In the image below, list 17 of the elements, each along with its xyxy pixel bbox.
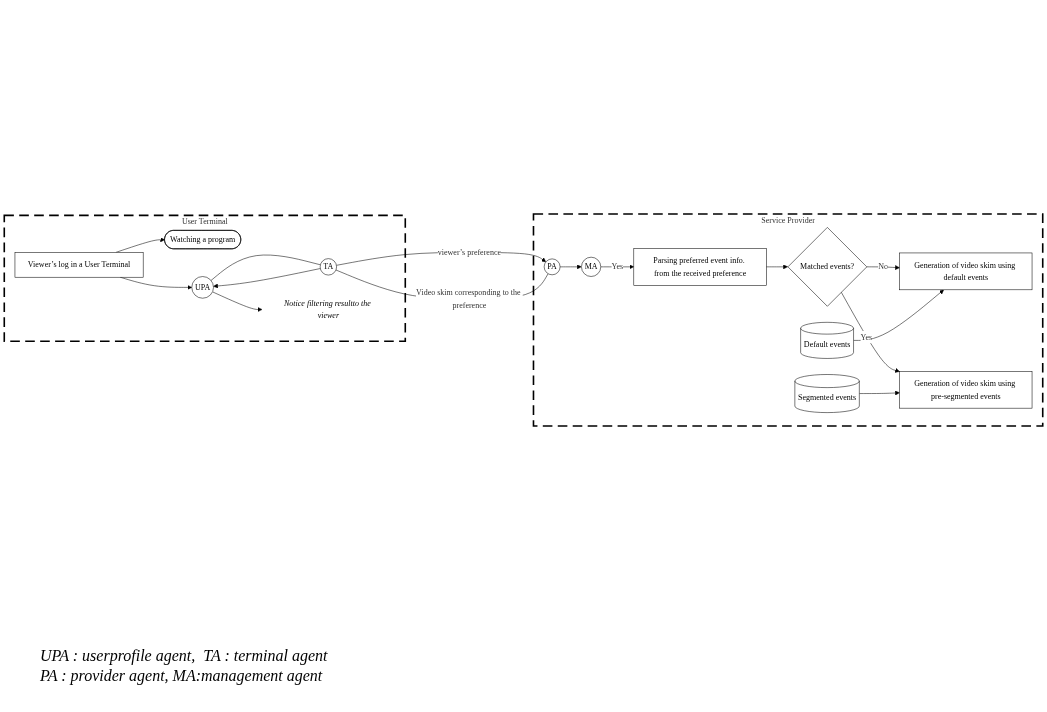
node-circle: PA <box>543 258 561 276</box>
node-text: Notice filtering resultto the viewer <box>284 299 371 320</box>
node-circle: UPA <box>191 276 214 299</box>
edge-label: No <box>878 262 888 271</box>
node-box: Generation of video skim using default events <box>899 252 1033 291</box>
node-diamond: Matched events? <box>787 227 868 307</box>
node-circle: TA <box>319 258 337 276</box>
node-circle: MA <box>581 256 602 277</box>
legend-note: UPA : userprofile agent, TA : terminal agent <box>40 647 328 665</box>
edge-label: Video skim corresponding to the preference <box>416 288 521 309</box>
node-box: Parsing preferred event info. from the received preference <box>633 248 767 286</box>
edge-label: Yes <box>611 262 624 271</box>
edge-label: viewer’s preference <box>437 248 502 257</box>
node-box: Viewer’s log in a User Terminal <box>14 252 144 278</box>
legend-note: PA : provider agent, MA:management agent <box>40 667 324 685</box>
node-box: Generation of video skim using pre-segmented events <box>899 371 1033 409</box>
edge-label: Yes <box>860 332 873 342</box>
